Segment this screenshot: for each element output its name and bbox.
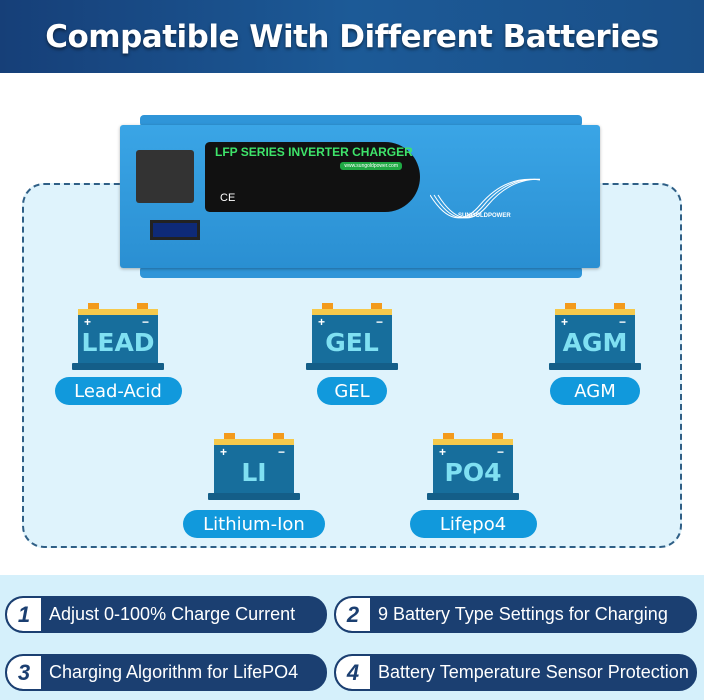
- feature-number: 3: [7, 656, 41, 689]
- battery-icon-text: LEAD: [81, 328, 155, 357]
- feature-1: 1 Adjust 0-100% Charge Current: [5, 596, 327, 633]
- plus-icon: +: [439, 445, 447, 459]
- ce-mark: CE: [220, 192, 236, 204]
- inverter-body: LFP SERIES INVERTER CHARGER www.sungoldp…: [120, 125, 600, 268]
- inverter-label-title: LFP SERIES INVERTER CHARGER: [215, 145, 413, 159]
- feature-text: Adjust 0-100% Charge Current: [49, 604, 296, 624]
- inverter-image: LFP SERIES INVERTER CHARGER www.sungoldp…: [120, 115, 600, 278]
- feature-2: 2 9 Battery Type Settings for Charging: [334, 596, 697, 633]
- minus-icon: −: [376, 315, 384, 329]
- minus-icon: −: [619, 315, 627, 329]
- power-switch-box: [136, 150, 194, 203]
- feature-text: 9 Battery Type Settings for Charging: [378, 604, 668, 624]
- minus-icon: −: [497, 445, 505, 459]
- feature-number: 1: [7, 598, 41, 631]
- minus-icon: −: [142, 315, 150, 329]
- battery-type-label: GEL: [317, 377, 387, 405]
- feature-text: Battery Temperature Sensor Protection: [378, 662, 689, 682]
- battery-type-label: Lead-Acid: [54, 377, 182, 405]
- battery-icon: + − AGM: [549, 303, 641, 373]
- feature-4: 4 Battery Temperature Sensor Protection: [334, 654, 697, 691]
- battery-icon-text: PO4: [444, 458, 502, 487]
- battery-icon-text: GEL: [325, 328, 379, 357]
- brand-logo-text: SUNGOLDPOWER: [458, 213, 511, 219]
- battery-icon: + − PO4: [427, 433, 519, 503]
- minus-icon: −: [278, 445, 286, 459]
- battery-type-label: AGM: [550, 377, 640, 405]
- battery-icon: + − LEAD: [72, 303, 164, 373]
- page-title: Compatible With Different Batteries: [45, 18, 659, 55]
- feature-number: 2: [336, 598, 370, 631]
- plus-icon: +: [84, 315, 92, 329]
- feature-3: 3 Charging Algorithm for LifePO4: [5, 654, 327, 691]
- header-banner: Compatible With Different Batteries: [0, 0, 704, 73]
- inverter-website: www.sungoldpower.com: [340, 162, 402, 170]
- mounting-plate-top: [140, 115, 582, 127]
- battery-icon-text: AGM: [562, 328, 628, 357]
- battery-type-label: Lithium-Ion: [183, 510, 325, 538]
- inverter-label: LFP SERIES INVERTER CHARGER www.sungoldp…: [205, 142, 420, 212]
- battery-type-label: Lifepo4: [409, 510, 537, 538]
- feature-text: Charging Algorithm for LifePO4: [49, 662, 299, 682]
- battery-icon-text: LI: [241, 458, 267, 487]
- lcd-display: [150, 220, 200, 240]
- sine-wave-logo-icon: [430, 178, 540, 219]
- battery-icon: + − GEL: [306, 303, 398, 373]
- plus-icon: +: [561, 315, 569, 329]
- plus-icon: +: [318, 315, 326, 329]
- mounting-plate-bottom: [140, 266, 582, 278]
- battery-icon: + − LI: [208, 433, 300, 503]
- plus-icon: +: [220, 445, 228, 459]
- feature-number: 4: [336, 656, 370, 689]
